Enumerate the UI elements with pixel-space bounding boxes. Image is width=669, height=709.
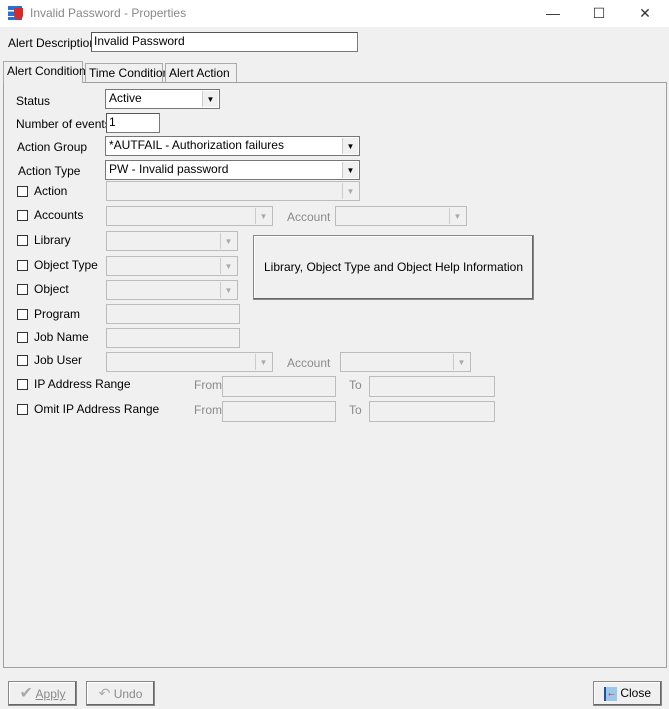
tab-alert-action[interactable]: Alert Action <box>165 63 237 82</box>
help-info-button[interactable]: Library, Object Type and Object Help Inf… <box>253 235 534 300</box>
library-checkbox[interactable] <box>17 235 28 246</box>
minimize-button[interactable]: — <box>546 5 560 21</box>
ip-range-to-label: To <box>349 378 362 392</box>
job-user-account-label: Account <box>287 356 331 370</box>
chevron-down-icon: ▼ <box>453 354 469 370</box>
alert-description-input[interactable]: Invalid Password <box>91 32 358 52</box>
tab-time-condition[interactable]: Time Condition <box>85 63 169 82</box>
ip-range-from-input[interactable] <box>222 376 336 397</box>
accounts-account-select[interactable]: ▼ <box>335 206 467 226</box>
close-button[interactable]: ← Close <box>593 681 662 706</box>
object-type-select[interactable]: ▼ <box>106 256 238 276</box>
omit-ip-range-from-input[interactable] <box>222 401 336 422</box>
undo-icon: ↶ <box>98 685 111 701</box>
close-window-button[interactable]: ✕ <box>639 5 651 21</box>
action-group-value: *AUTFAIL - Authorization failures <box>109 138 284 152</box>
ip-range-to-input[interactable] <box>369 376 495 397</box>
job-user-select[interactable]: ▼ <box>106 352 273 372</box>
ip-range-label: IP Address Range <box>34 377 131 391</box>
ip-range-checkbox[interactable] <box>17 379 28 390</box>
close-label: Close <box>620 686 652 700</box>
undo-button[interactable]: ↶ Undo <box>86 681 155 706</box>
chevron-down-icon: ▼ <box>255 208 271 224</box>
tab-alert-condition[interactable]: Alert Condition <box>3 61 86 83</box>
status-label: Status <box>16 94 51 108</box>
apply-label: Apply <box>35 687 66 701</box>
chevron-down-icon: ▼ <box>220 258 236 274</box>
library-select[interactable]: ▼ <box>106 231 238 251</box>
accounts-checkbox[interactable] <box>17 210 28 221</box>
job-user-checkbox[interactable] <box>17 355 28 366</box>
app-icon <box>8 6 23 20</box>
accounts-select[interactable]: ▼ <box>106 206 273 226</box>
undo-label: Undo <box>113 687 143 701</box>
chevron-down-icon: ▼ <box>342 138 358 154</box>
apply-button[interactable]: ✔ Apply <box>8 681 77 706</box>
chevron-down-icon: ▼ <box>342 183 358 199</box>
action-type-select[interactable]: PW - Invalid password ▼ <box>105 160 360 180</box>
job-name-checkbox[interactable] <box>17 332 28 343</box>
accounts-account-label: Account <box>287 210 331 224</box>
action-group-label: Action Group <box>17 140 88 154</box>
omit-ip-range-to-label: To <box>349 403 362 417</box>
object-label: Object <box>34 282 69 296</box>
window-title: Invalid Password - Properties <box>30 6 187 20</box>
ip-range-from-label: From <box>194 378 222 392</box>
program-label: Program <box>34 307 81 321</box>
chevron-down-icon: ▼ <box>220 282 236 298</box>
job-name-label: Job Name <box>34 330 89 344</box>
status-select[interactable]: Active ▼ <box>105 89 220 109</box>
action-select[interactable]: ▼ <box>106 181 360 201</box>
maximize-button[interactable]: ☐ <box>592 5 606 21</box>
alert-description-label: Alert Description <box>8 36 97 50</box>
chevron-down-icon: ▼ <box>449 208 465 224</box>
title-bar: Invalid Password - Properties — ☐ ✕ <box>0 0 669 27</box>
object-type-label: Object Type <box>34 258 98 272</box>
checkmark-icon: ✔ <box>19 685 33 702</box>
object-type-checkbox[interactable] <box>17 260 28 271</box>
job-user-label: Job User <box>34 353 83 367</box>
object-select[interactable]: ▼ <box>106 280 238 300</box>
number-of-events-label: Number of events <box>16 117 111 131</box>
accounts-label: Accounts <box>34 208 84 222</box>
program-input[interactable] <box>106 304 240 324</box>
job-user-account-select[interactable]: ▼ <box>340 352 471 372</box>
library-label: Library <box>34 233 71 247</box>
object-checkbox[interactable] <box>17 284 28 295</box>
chevron-down-icon: ▼ <box>202 91 218 107</box>
omit-ip-range-from-label: From <box>194 403 222 417</box>
chevron-down-icon: ▼ <box>220 233 236 249</box>
omit-ip-range-label: Omit IP Address Range <box>34 402 160 416</box>
action-type-value: PW - Invalid password <box>109 162 229 176</box>
action-group-select[interactable]: *AUTFAIL - Authorization failures ▼ <box>105 136 360 156</box>
action-label: Action <box>34 184 68 198</box>
tab-panel <box>3 82 667 668</box>
omit-ip-range-checkbox[interactable] <box>17 404 28 415</box>
chevron-down-icon: ▼ <box>342 162 358 178</box>
status-value: Active <box>109 91 142 105</box>
number-of-events-input[interactable]: 1 <box>106 113 160 133</box>
action-type-label: Action Type <box>18 164 81 178</box>
exit-door-icon: ← <box>603 686 617 701</box>
chevron-down-icon: ▼ <box>255 354 271 370</box>
program-checkbox[interactable] <box>17 309 28 320</box>
job-name-input[interactable] <box>106 328 240 348</box>
omit-ip-range-to-input[interactable] <box>369 401 495 422</box>
action-checkbox[interactable] <box>17 186 28 197</box>
